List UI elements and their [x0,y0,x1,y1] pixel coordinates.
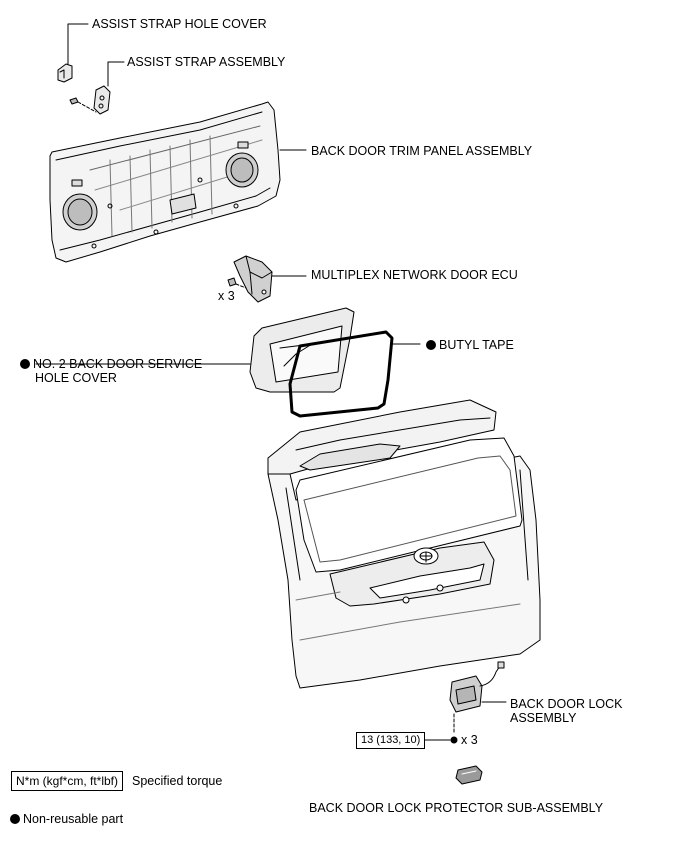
lock-torque-box: 13 (133, 10) [356,732,426,749]
service-hole-cover-line1: NO. 2 BACK DOOR SERVICE [33,357,203,371]
multiplex-ecu-part [233,255,273,303]
legend-non-reusable-text: Non-reusable part [23,812,124,826]
trim-panel-part [49,101,281,263]
non-reusable-dot-icon [426,340,436,350]
label-lock-assembly: BACK DOOR LOCK ASSEMBLY [510,697,623,725]
label-lock-protector: BACK DOOR LOCK PROTECTOR SUB-ASSEMBLY [309,801,604,815]
legend-torque-unit-box: N*m (kgf*cm, ft*lbf) [11,771,124,791]
assist-strap-part [93,85,111,115]
lock-assembly-line2: ASSEMBLY [510,711,577,725]
lock-bolt [450,736,458,744]
legend-non-reusable: Non-reusable part [10,812,123,826]
service-hole-cover-part [249,307,355,393]
lock-assembly-part [449,661,505,713]
label-butyl-tape: BUTYL TAPE [426,338,514,352]
label-multiplex-ecu: MULTIPLEX NETWORK DOOR ECU [311,268,518,282]
legend-torque-description: Specified torque [132,774,223,788]
assist-strap-screw [69,97,97,113]
lock-protector-part [455,765,483,785]
service-hole-cover-line2: HOLE COVER [35,371,117,385]
label-assist-strap-hole-cover: ASSIST STRAP HOLE COVER [92,17,267,31]
label-lock-quantity: x 3 [461,733,478,747]
butyl-tape-part [288,330,394,418]
lock-assembly-line1: BACK DOOR LOCK [510,697,623,711]
leader-assist-strap [107,61,125,87]
label-ecu-quantity: x 3 [218,289,235,303]
ecu-screw [227,277,247,289]
non-reusable-dot-icon [10,814,20,824]
leader-hole-cover [67,23,89,65]
label-service-hole-cover: NO. 2 BACK DOOR SERVICE HOLE COVER [20,357,202,385]
butyl-tape-text: BUTYL TAPE [439,338,514,352]
label-back-door-trim-panel: BACK DOOR TRIM PANEL ASSEMBLY [311,144,533,158]
assist-strap-hole-cover-part [57,63,73,83]
back-door-part [267,399,541,689]
non-reusable-dot-icon [20,359,30,369]
label-assist-strap-assembly: ASSIST STRAP ASSEMBLY [127,55,286,69]
